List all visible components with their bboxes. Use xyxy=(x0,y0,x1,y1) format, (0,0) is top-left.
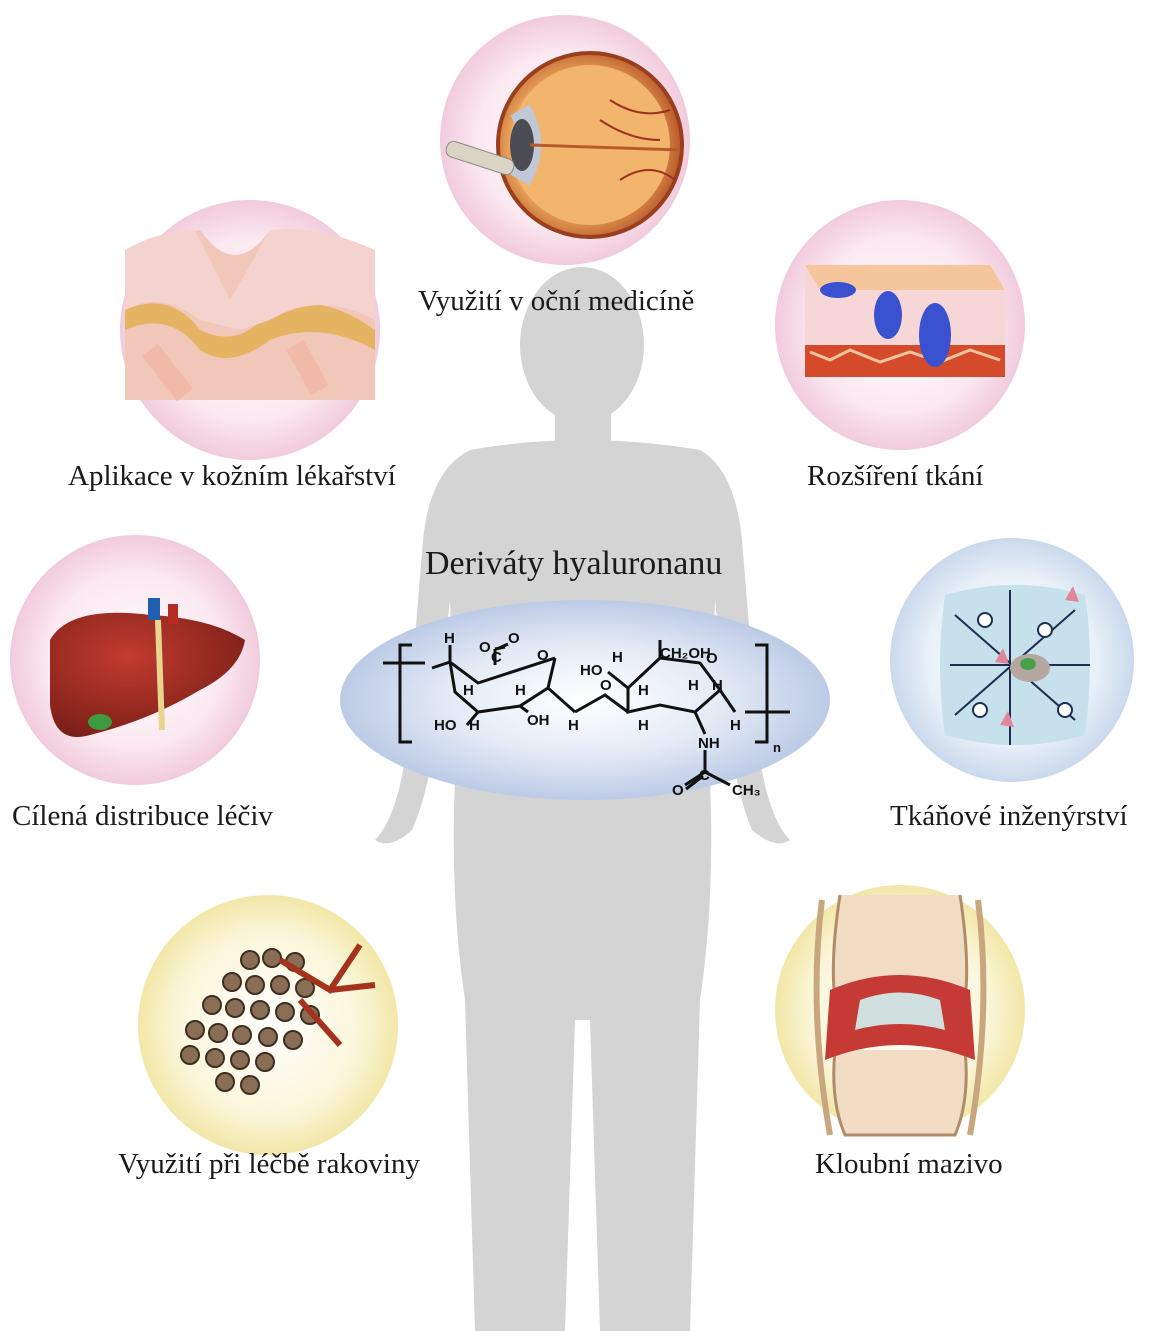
hydrogel-scaffold-icon xyxy=(940,585,1090,745)
atom-o: O xyxy=(706,650,718,667)
atom-h: H xyxy=(638,682,649,699)
atom-o: O xyxy=(508,630,520,647)
label-engineering: Tkáňové inženýrství xyxy=(890,800,1128,833)
diagram-title: Deriváty hyaluronanu xyxy=(425,545,722,583)
atom-h: H xyxy=(730,717,741,734)
label-cancer: Využití při léčbě rakoviny xyxy=(118,1148,420,1181)
atom-h: H xyxy=(612,649,623,666)
drug-circle xyxy=(10,535,260,785)
atom-ch3: CH₃ xyxy=(732,782,761,799)
tissue-circle xyxy=(775,200,1025,450)
knee-joint-icon xyxy=(817,895,984,1135)
atom-nh: NH xyxy=(698,735,720,752)
atom-o: O xyxy=(600,677,612,694)
label-skin: Aplikace v kožním lékařství xyxy=(68,460,396,493)
atom-o: O xyxy=(672,782,684,799)
atom-ho: HO xyxy=(434,717,457,734)
atom-c: C xyxy=(699,767,710,784)
atom-o: O xyxy=(537,647,549,664)
atom-c: C xyxy=(491,649,502,666)
atom-h: H xyxy=(712,677,723,694)
atom-ch2oh: CH₂OH xyxy=(660,645,711,662)
molecule-backdrop xyxy=(340,600,830,800)
label-tissue: Rozšíření tkání xyxy=(807,460,983,493)
joint-circle xyxy=(775,885,1025,1135)
atom-oh: OH xyxy=(527,712,550,729)
atom-h: H xyxy=(444,630,455,647)
eye-circle xyxy=(440,15,690,265)
atom-h: H xyxy=(469,717,480,734)
atom-o: O xyxy=(479,639,491,656)
repeat-n: n xyxy=(773,740,781,755)
engineering-circle xyxy=(890,538,1134,782)
label-drug: Cílená distribuce léčiv xyxy=(12,800,273,833)
atom-h: H xyxy=(638,717,649,734)
atom-h: H xyxy=(463,682,474,699)
tissue-block-icon xyxy=(805,265,1005,377)
cancer-circle xyxy=(138,895,398,1155)
skin-circle xyxy=(120,200,380,460)
atom-h: H xyxy=(568,717,579,734)
label-joint: Kloubní mazivo xyxy=(815,1148,1003,1181)
label-eye: Využití v oční medicíně xyxy=(418,285,694,318)
atom-ho: HO xyxy=(580,662,603,679)
atom-h: H xyxy=(515,682,526,699)
atom-h: H xyxy=(688,677,699,694)
skin-layers-icon xyxy=(125,229,375,400)
